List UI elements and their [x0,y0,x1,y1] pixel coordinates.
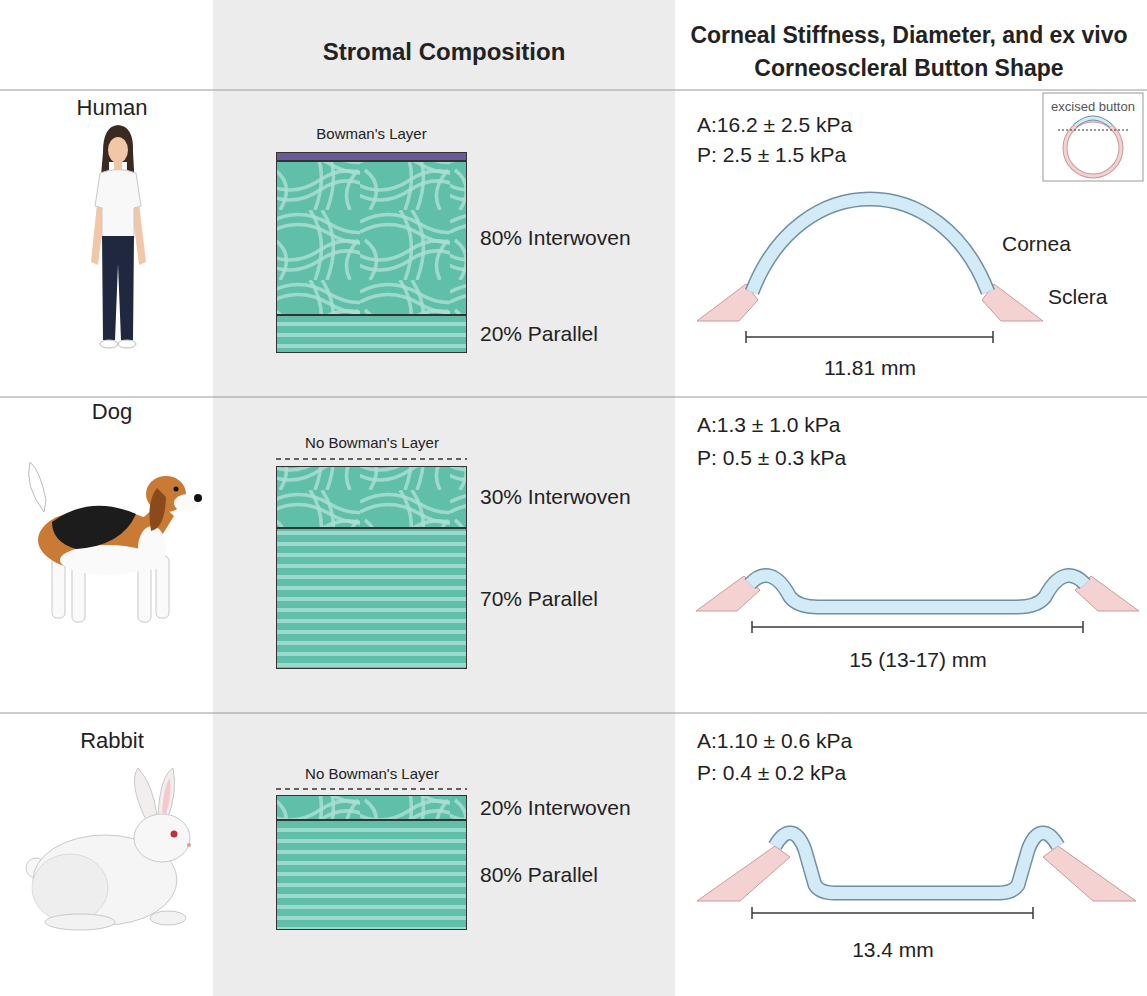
human-shoe [118,340,136,348]
rabbit-foot [150,911,186,925]
row-separator [0,712,1147,713]
eyeball-sclera [1065,120,1121,176]
layer-label: No Bowman's Layer [305,765,439,782]
dimension-line [746,336,993,338]
human-jeans [102,236,134,340]
species-name: Rabbit [80,728,144,754]
dimension-label: 11.81 mm [824,356,916,380]
inset-frame [1043,93,1143,181]
stroma-fill [276,466,467,528]
rabbit-haunch [32,854,108,922]
column-panel [213,0,675,996]
dimension-tick [1082,621,1084,633]
species-name: Dog [92,399,132,425]
rabbit-foot [45,914,115,930]
part-label: Cornea [1002,232,1071,256]
dimension-tick [1032,907,1034,919]
stroma-fill [276,820,467,930]
stroma-box [276,528,467,669]
stiffness-value: A:1.3 ± 1.0 kPa [697,413,840,437]
dimension-line [752,912,1033,914]
stroma-layer: 30% Interwoven [276,466,657,528]
rabbit-ear [134,768,157,820]
cornea-outline [750,575,1085,607]
dimension-tick [751,907,753,919]
rabbit-eye [171,831,178,838]
stroma-layer: 80% Interwoven [276,161,657,315]
dimension-line [752,626,1083,628]
dog-saddle [52,506,136,549]
stroma-layer: 70% Parallel [276,528,657,669]
eyeball-cornea [1075,118,1111,126]
column-panel: Stromal CompositionBowman's Layer 80% Int… [213,10,675,996]
stroma-box [276,315,467,353]
human-face [108,137,128,163]
layer-label: Bowman's Layer [276,124,467,144]
dimension-tick [751,621,753,633]
column-heading: Corneal Stiffness, Diameter, and ex vivo… [674,19,1144,85]
dog-eye [174,487,179,492]
stroma-box [276,161,467,315]
dog-nose [194,494,202,502]
dimension-tick [992,331,994,343]
stroma-box [276,466,467,528]
rabbit-head [134,814,190,862]
illustrations [26,125,202,930]
layer-percentage: 20% Parallel [480,322,598,346]
rabbit-ear [158,768,175,820]
layer-percentage: 70% Parallel [480,587,598,611]
stiffness-value: P: 2.5 ± 1.5 kPa [697,143,846,167]
dog-tail [29,462,46,512]
stroma-fill [276,528,467,669]
dog-chest [138,526,166,570]
bowman-layer: Bowman's Layer [276,124,467,161]
stroma-layer: 20% Parallel [276,315,657,353]
cornea-shape [752,199,988,292]
absent-layer-line [276,458,467,459]
stroma-fill [276,315,467,353]
stiffness-value: A:1.10 ± 0.6 kPa [697,729,852,753]
stroma-layer: 20% Interwoven [276,795,657,820]
cornea-outline [752,199,988,292]
dimension-tick [745,331,747,343]
human-shoe [100,340,118,348]
rabbit-ear-inner [162,778,171,814]
layer-percentage: 30% Interwoven [480,485,631,509]
eyeball-outline [1065,120,1121,176]
layer-percentage: 80% Parallel [480,863,598,887]
eyeball-cornea-outline [1075,118,1111,126]
layer-percentage: 20% Interwoven [480,796,631,820]
bowman-band [276,152,467,161]
dog-ear [149,488,166,531]
dimension-label: 15 (13-17) mm [849,648,987,672]
sclera-shape [1043,846,1136,901]
layer-percentage: 80% Interwoven [480,226,631,250]
stroma-box [276,795,467,820]
cornea-shape [775,833,1058,893]
row-separator [0,396,1147,397]
column-heading: Stromal Composition [213,38,675,66]
cornea-shape [750,575,1085,607]
layer-label: No Bowman's Layer [305,434,439,451]
stiffness-value: A:16.2 ± 2.5 kPa [697,113,852,137]
stroma-fill [276,161,467,315]
inset-label: excised button [1051,99,1135,114]
part-label: Sclera [1048,285,1108,309]
rabbit-nose [187,843,191,847]
cut-line [1058,130,1128,131]
row-separator [0,89,1147,90]
sclera-shape [697,846,790,901]
cornea-outline [775,833,1058,893]
stiffness-value: P: 0.5 ± 0.3 kPa [697,446,846,470]
stroma-layer: 80% Parallel [276,820,657,930]
stroma-box [276,820,467,930]
stiffness-value: P: 0.4 ± 0.2 kPa [697,761,846,785]
stroma-fill [276,795,467,820]
absent-layer-line [276,788,467,789]
dimension-label: 13.4 mm [852,938,934,962]
human-shirt [95,170,141,239]
species-name: Human [77,95,148,121]
